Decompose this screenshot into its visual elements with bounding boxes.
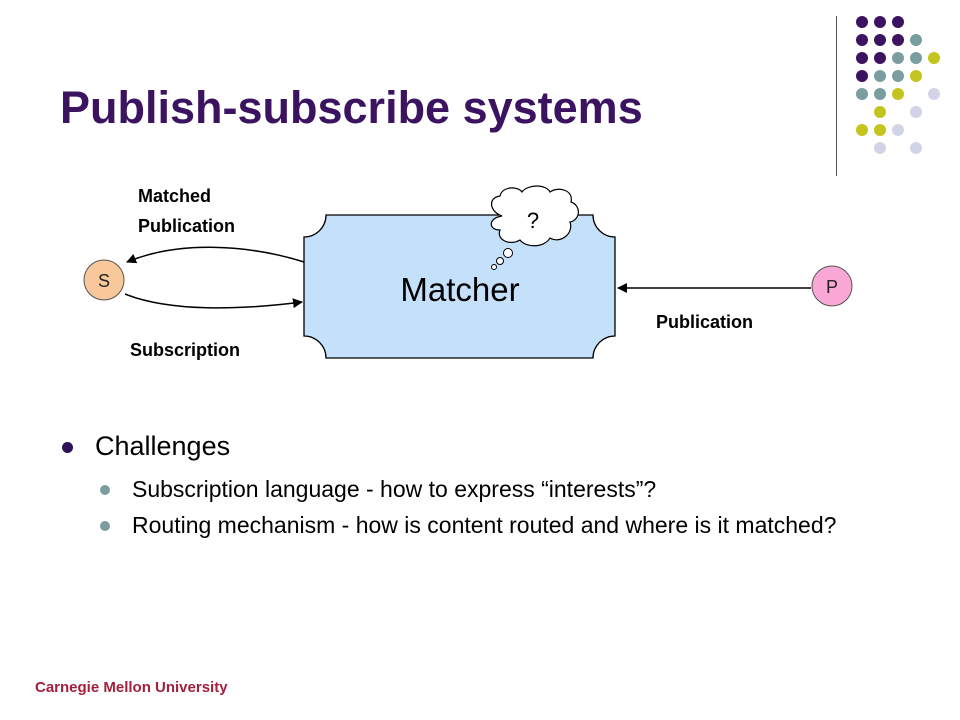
matcher-label: Matcher [400, 271, 519, 308]
subscriber-label: S [98, 271, 110, 291]
decorative-divider-line [836, 16, 837, 176]
sub-bullet-text: Subscription language - how to express “… [132, 476, 657, 502]
dots-lavender [874, 88, 940, 154]
dots-teal [856, 34, 922, 100]
publisher-node [811, 265, 853, 307]
publication-label: Publication [656, 312, 753, 332]
sub-bullet-routing-mechanism: Routing mechanism - how is content route… [60, 510, 920, 540]
bullet-challenges-text: Challenges [95, 431, 231, 461]
bullet-challenges: Challenges [60, 428, 920, 464]
matcher-box [303, 214, 616, 359]
thought-cloud: ? [490, 185, 579, 270]
publisher-label: P [826, 277, 838, 297]
sub-bullet-dot-icon [100, 485, 110, 495]
sub-bullet-subscription-language: Subscription language - how to express “… [60, 474, 920, 504]
subscription-label: Subscription [130, 340, 240, 360]
sub-bullet-text: Routing mechanism - how is content route… [132, 512, 837, 538]
subscriber-node [83, 259, 125, 301]
subscription-arrow [124, 293, 303, 309]
thought-question-mark: ? [527, 208, 539, 233]
dots-purple [856, 16, 904, 82]
slide-title: Publish-subscribe systems [60, 82, 643, 133]
pubsub-diagram: Matcher ? S P Matched Publication Subscr… [83, 185, 853, 360]
bullet-dot-icon [62, 442, 73, 453]
footer-university: Carnegie Mellon University [35, 679, 228, 696]
bullet-list: Challenges Subscription language - how t… [60, 428, 920, 540]
matched-publication-arrow [126, 246, 305, 264]
sub-bullet-dot-icon [100, 521, 110, 531]
dots-olive [856, 52, 940, 136]
matched-publication-label-line1: Matched [138, 186, 211, 206]
decorative-dot-grid [856, 16, 940, 154]
matched-publication-label-line2: Publication [138, 216, 235, 236]
